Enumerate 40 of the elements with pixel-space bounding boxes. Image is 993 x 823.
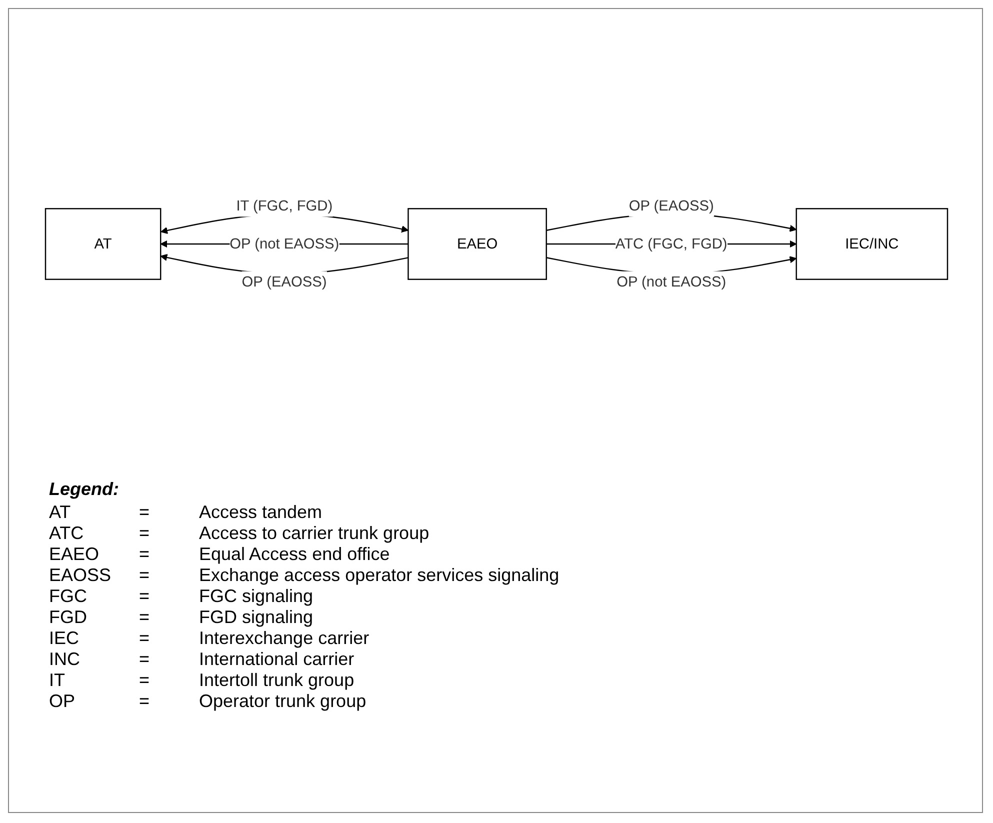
abbreviation: IEC — [49, 628, 80, 649]
abbreviation: ATC — [49, 523, 85, 544]
edge-label: IT (FGC, FGD) — [236, 197, 333, 214]
abbreviation: EAEO — [49, 544, 100, 565]
definition: Intertoll trunk group — [199, 670, 356, 691]
legend-heading: Legend: — [49, 479, 119, 500]
equals-sign: = — [139, 628, 151, 649]
abbreviation: FGD — [49, 607, 88, 628]
abbreviation: AT — [49, 502, 72, 523]
definition: Exchange access operator services signaling — [199, 565, 560, 586]
edge-label: OP (not EAOSS) — [616, 274, 726, 290]
equals-sign: = — [139, 607, 151, 628]
equals-sign: = — [139, 586, 151, 607]
equals-sign: = — [139, 670, 151, 691]
edge-label: OP (EAOSS) — [628, 197, 714, 214]
definition: FGC signaling — [199, 586, 314, 607]
definition: Equal Access end office — [199, 544, 391, 565]
equals-sign: = — [139, 502, 199, 523]
node-box: EAEO — [408, 208, 547, 280]
edge-label: OP (not EAOSS) — [230, 235, 340, 252]
node-box: IEC/INC — [796, 208, 948, 280]
abbreviation: FGC — [49, 586, 88, 607]
definition: Access tandem — [199, 502, 324, 523]
equals-sign: = — [139, 565, 151, 586]
abbreviation: OP — [49, 691, 76, 712]
edge-label: OP (EAOSS) — [242, 274, 327, 290]
node-box: AT — [44, 208, 162, 280]
equals-sign: = — [139, 544, 151, 565]
definition: International carrier — [199, 649, 356, 670]
abbreviation: IT — [49, 670, 66, 691]
abbreviation: INC — [49, 649, 81, 670]
definition: Access to carrier trunk group — [199, 523, 430, 544]
equals-sign: = — [139, 691, 151, 712]
equals-sign: = — [139, 523, 199, 544]
equals-sign: = — [139, 649, 151, 670]
definition: Interexchange carrier — [199, 628, 370, 649]
definition: FGD signaling — [199, 607, 314, 628]
definition: Operator trunk group — [199, 691, 368, 712]
edge-label: ATC (FGC, FGD) — [615, 235, 728, 252]
abbreviation: EAOSS — [49, 565, 112, 586]
